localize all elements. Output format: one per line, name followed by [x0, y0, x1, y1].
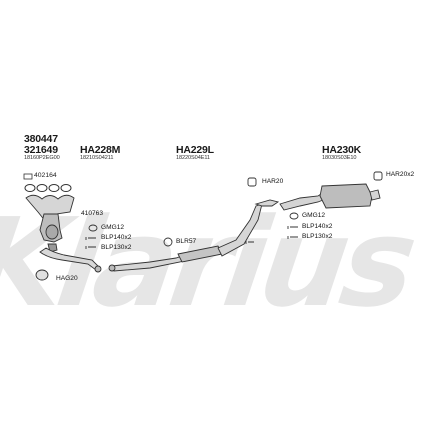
blp140-bolt-icon-b	[287, 226, 298, 229]
part-blp140-left: BLP140x2	[101, 234, 132, 241]
gasket-rings	[24, 184, 72, 192]
gasket-ring	[48, 184, 60, 192]
gasket-ring	[24, 184, 36, 192]
gasket-ref-label: 402164	[34, 172, 57, 179]
har20-hanger-icon	[247, 177, 257, 187]
watermark-text: Klarius	[0, 192, 421, 334]
group-sub-ha230k: 18030S03E10	[322, 155, 357, 161]
hag20-gasket-icon	[35, 269, 49, 281]
right-small-parts	[245, 171, 383, 244]
group-sub-321649: 18160P2EG00	[24, 155, 60, 161]
gasket-ring	[36, 184, 48, 192]
har20x2-hanger-icon	[373, 171, 383, 181]
part-gmg12-left: GMG12	[101, 224, 125, 231]
group-code-ha230k: HA230K	[322, 144, 362, 156]
manifold-catalyst	[25, 194, 75, 253]
bolt-icon-c	[245, 241, 254, 244]
gmg12-gasket-icon	[88, 224, 98, 232]
gmg12-gasket-icon-b	[289, 212, 299, 220]
gasket-ring	[60, 184, 72, 192]
group-sub-ha228m: 18210S04211	[80, 155, 114, 161]
part-har20x2: HAR20x2	[386, 171, 415, 178]
group-code-321649: 321649	[24, 144, 58, 156]
part-blp130-right: BLP130x2	[302, 233, 333, 240]
group-code-ha229l: HA229L	[176, 144, 214, 156]
group-code-ha228m: HA228M	[80, 144, 121, 156]
blp130-bolt-icon-b	[287, 236, 298, 239]
blp130-bolt-icon	[85, 246, 96, 249]
rear-silencer	[279, 183, 381, 211]
blp140-bolt-icon	[85, 237, 96, 240]
part-har20: HAR20	[262, 178, 284, 185]
group-code-380447: 380447	[24, 133, 58, 145]
front-pipe	[39, 247, 102, 273]
gasket-box-icon	[23, 173, 33, 180]
group-sub-ha229l: 18220S04E11	[176, 155, 210, 161]
part-blr57: BLR57	[176, 238, 197, 245]
part-gmg12-right: GMG12	[302, 212, 326, 219]
part-blp140-right: BLP140x2	[302, 223, 333, 230]
blr57-ring-icon	[163, 237, 173, 247]
left-small-parts	[35, 224, 98, 281]
part-hag20: HAG20	[56, 275, 78, 282]
part-blp130-left: BLP130x2	[101, 244, 132, 251]
intermediate-pipe	[108, 199, 280, 272]
part-410763: 410763	[81, 210, 104, 217]
